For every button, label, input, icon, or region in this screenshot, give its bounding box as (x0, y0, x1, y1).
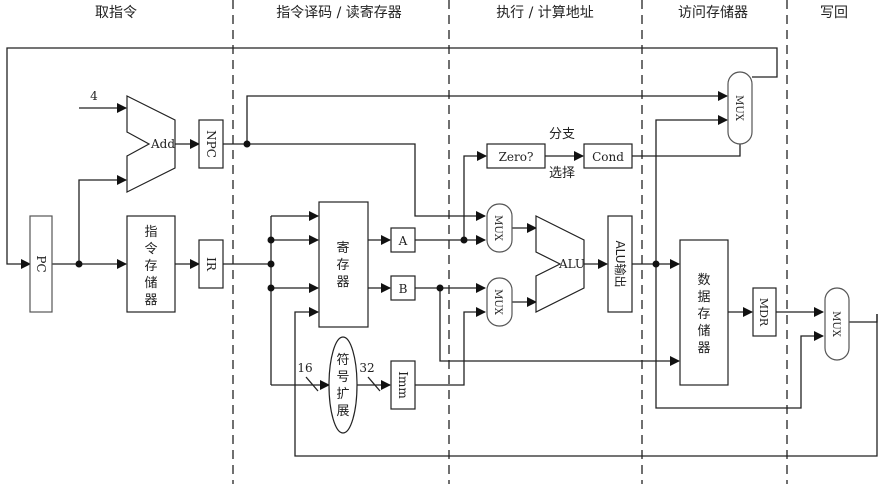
svg-text:MUX: MUX (830, 311, 841, 338)
svg-text:A: A (398, 234, 408, 248)
ir-register: IR (198, 239, 224, 289)
svg-text:Cond: Cond (592, 150, 624, 164)
svg-text:扩: 扩 (336, 387, 349, 402)
svg-text:存: 存 (144, 259, 157, 274)
npc-register: NPC (198, 119, 224, 169)
stage-id-title: 指令译码 / 读寄存器 (276, 4, 402, 21)
sign-extend-unit: 符 号 扩 展 (328, 336, 358, 434)
svg-text:B: B (399, 282, 408, 296)
imm-register: Imm (390, 360, 416, 410)
register-file: 寄 存 器 (318, 201, 369, 328)
svg-text:Zero?: Zero? (499, 150, 534, 164)
svg-text:MUX: MUX (492, 215, 503, 242)
svg-text:号: 号 (336, 370, 349, 385)
alu-output-register: ALU输出 (607, 215, 633, 313)
svg-text:ALU: ALU (558, 257, 585, 271)
mdr-register: MDR (752, 287, 777, 337)
svg-text:PC: PC (34, 255, 48, 272)
svg-text:器: 器 (697, 341, 710, 356)
zero-test: Zero? (486, 143, 546, 169)
wires (6, 47, 878, 457)
svg-text:储: 储 (144, 276, 157, 291)
svg-text:器: 器 (144, 293, 157, 308)
svg-text:存: 存 (697, 307, 710, 322)
alu-mux-top: MUX (486, 203, 513, 253)
svg-text:Add: Add (150, 137, 175, 151)
a-register: A (390, 227, 416, 253)
svg-text:MDR: MDR (757, 298, 770, 327)
svg-text:器: 器 (336, 275, 349, 290)
svg-text:寄: 寄 (336, 240, 349, 256)
pc-register: PC (29, 215, 53, 313)
stage-ex-title: 执行 / 计算地址 (496, 5, 594, 21)
svg-text:据: 据 (697, 290, 710, 305)
branch-label-top: 分支 (549, 127, 575, 142)
svg-text:指: 指 (144, 225, 157, 240)
writeback-mux: MUX (824, 287, 850, 361)
pc-mux: MUX (727, 71, 753, 145)
b-register: B (390, 275, 416, 301)
svg-text:Imm: Imm (396, 371, 410, 399)
input-width-label: 16 (297, 361, 312, 375)
junction-dots (75, 140, 660, 292)
svg-text:储: 储 (697, 324, 710, 339)
instruction-memory: 指 令 存 储 器 (126, 215, 176, 313)
svg-text:MUX: MUX (733, 95, 744, 122)
cond-register: Cond (583, 143, 633, 169)
alu: ALU (535, 215, 585, 313)
branch-label-bottom: 选择 (549, 166, 575, 181)
svg-text:符: 符 (336, 352, 349, 368)
data-memory: 数 据 存 储 器 (679, 239, 729, 386)
stage-wb-title: 写回 (820, 5, 848, 21)
svg-text:ALU输出: ALU输出 (613, 240, 628, 287)
stage-if-title: 取指令 (95, 5, 137, 21)
stage-mem-title: 访问存储器 (678, 5, 748, 21)
adder-constant-label: 4 (90, 89, 98, 103)
svg-text:NPC: NPC (204, 130, 218, 158)
svg-text:存: 存 (336, 258, 349, 273)
svg-text:数: 数 (697, 273, 710, 288)
svg-text:令: 令 (144, 242, 157, 257)
alu-mux-bottom: MUX (486, 277, 513, 327)
svg-text:展: 展 (336, 404, 349, 419)
output-width-label: 32 (359, 361, 374, 375)
svg-text:MUX: MUX (492, 289, 503, 316)
adder: Add (126, 95, 176, 193)
svg-text:IR: IR (204, 257, 218, 272)
